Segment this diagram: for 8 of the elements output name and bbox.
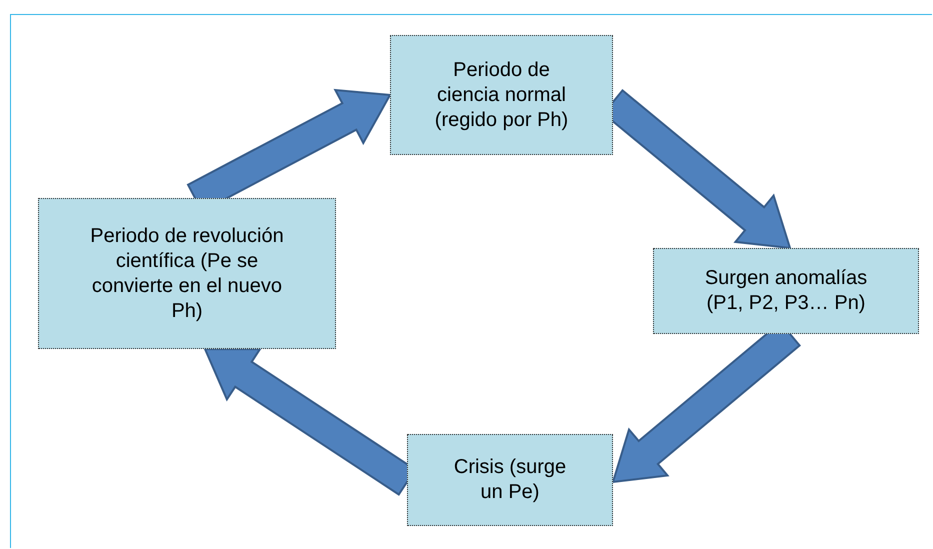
box-text: Crisis (surge un Pe) bbox=[452, 455, 568, 505]
process-box bbox=[390, 35, 613, 155]
process-box bbox=[653, 248, 919, 334]
process-box bbox=[407, 434, 613, 526]
process-box bbox=[38, 198, 336, 349]
box-text: Periodo de revolución científica (Pe se convierte en el nuevo Ph) bbox=[89, 224, 285, 324]
box-text: Periodo de ciencia normal (regido por Ph) bbox=[434, 58, 570, 132]
box-text: Surgen anomalías (P1, P2, P3… Pn) bbox=[704, 266, 868, 316]
